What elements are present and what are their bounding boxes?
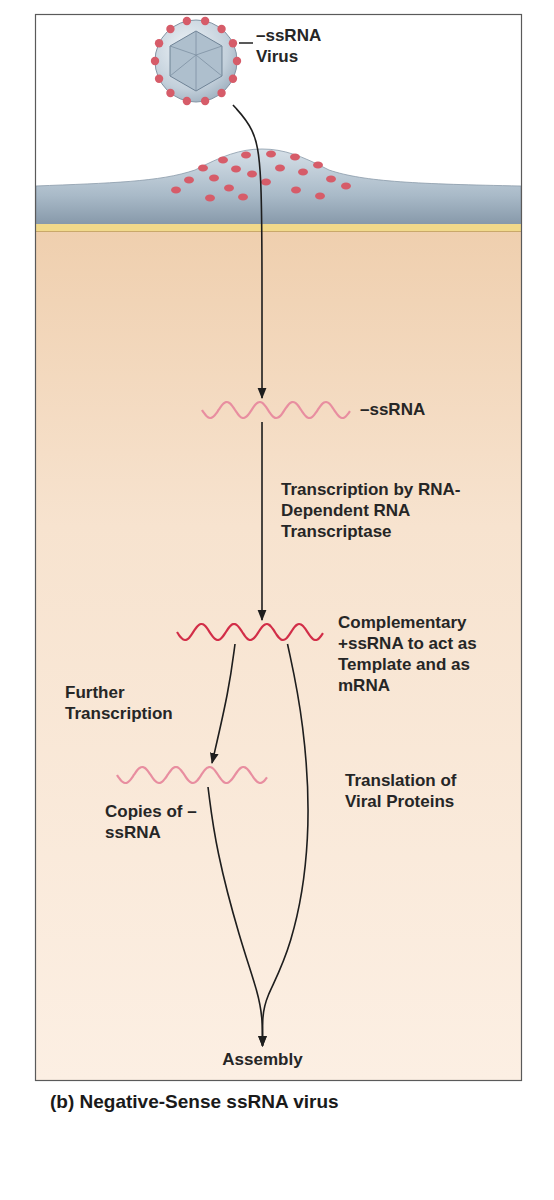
envelope-spike xyxy=(155,39,163,47)
glycoprotein-dot xyxy=(209,175,219,182)
glycoprotein-dot xyxy=(224,185,234,192)
rna-strand: Complementary +ssRNA to act as Template … xyxy=(175,620,325,644)
envelope-spike xyxy=(183,97,191,105)
membrane-edge xyxy=(36,231,521,232)
glycoprotein-dot xyxy=(218,157,228,164)
glycoprotein-dot xyxy=(291,187,301,194)
glycoprotein-dot xyxy=(231,166,241,173)
assembly-step: Assembly xyxy=(205,1046,320,1072)
rna-shape xyxy=(175,620,325,644)
virus-shape xyxy=(152,17,240,105)
glycoprotein-dot xyxy=(298,169,308,176)
edge-label: Transcription by RNA-Dependent RNA Trans… xyxy=(281,479,461,542)
membrane-inner-layer xyxy=(36,224,521,231)
glycoprotein-dot xyxy=(205,195,215,202)
rna-strand: –ssRNA xyxy=(200,398,352,422)
capsid-facet xyxy=(196,55,197,91)
flow-arrow xyxy=(233,105,262,398)
envelope-spike xyxy=(151,57,159,65)
rna-wave xyxy=(117,767,267,783)
membrane-glycoproteins xyxy=(171,151,351,202)
glycoprotein-dot xyxy=(275,165,285,172)
envelope-spike xyxy=(217,25,225,33)
rna-wave xyxy=(202,402,350,418)
envelope-spike xyxy=(233,57,241,65)
glycoprotein-dot xyxy=(266,151,276,158)
node-label: Copies of –ssRNA xyxy=(105,801,215,843)
envelope-spike xyxy=(166,89,174,97)
flow-arrow xyxy=(263,644,309,1046)
rna-shape xyxy=(200,398,352,422)
glycoprotein-dot xyxy=(315,193,325,200)
envelope-spike xyxy=(229,39,237,47)
node-label: –ssRNA xyxy=(360,399,470,420)
envelope-spike xyxy=(166,25,174,33)
glycoprotein-dot xyxy=(261,179,271,186)
rna-wave xyxy=(177,624,323,640)
flow-arrow xyxy=(208,787,263,1046)
virus-envelope xyxy=(155,20,237,102)
rna-shape xyxy=(115,763,270,787)
glycoprotein-dot xyxy=(313,162,323,169)
envelope-spike xyxy=(229,75,237,83)
glycoprotein-dot xyxy=(341,183,351,190)
edge-label: Translation of Viral Proteins xyxy=(345,770,495,812)
figure-caption-box: (b) Negative-Sense ssRNA virus xyxy=(50,1090,520,1114)
glycoprotein-dot xyxy=(241,152,251,159)
virus-capsid xyxy=(170,31,222,91)
cytoplasm xyxy=(36,228,521,1080)
node-label: Assembly xyxy=(205,1049,320,1070)
rna-strand: Copies of –ssRNA xyxy=(115,763,270,787)
figure-caption: (b) Negative-Sense ssRNA virus xyxy=(50,1090,520,1114)
flow-arrow xyxy=(261,422,263,620)
glycoprotein-dot xyxy=(290,154,300,161)
capsid-facet xyxy=(196,46,222,55)
figure-frame xyxy=(36,15,522,1081)
capsid-facet xyxy=(196,55,222,76)
envelope-spike xyxy=(217,89,225,97)
glycoprotein-dot xyxy=(198,165,208,172)
capsid-facet xyxy=(170,46,196,55)
envelope-spike xyxy=(155,75,163,83)
envelope-spike xyxy=(201,97,209,105)
flow-arrow xyxy=(212,644,235,763)
glycoprotein-dot xyxy=(247,171,257,178)
envelope-spike xyxy=(183,17,191,25)
cell-membrane xyxy=(36,149,521,226)
edge-label: Further Transcription xyxy=(65,682,205,724)
glycoprotein-dot xyxy=(184,177,194,184)
envelope-spike xyxy=(201,17,209,25)
node-label: –ssRNA Virus xyxy=(256,25,336,67)
capsid-facet xyxy=(170,55,196,76)
glycoprotein-dot xyxy=(326,176,336,183)
leader-line xyxy=(239,42,253,44)
node-label: Complementary +ssRNA to act as Template … xyxy=(338,612,516,696)
glycoprotein-dot xyxy=(238,194,248,201)
glycoprotein-dot xyxy=(171,187,181,194)
capsid-facet xyxy=(196,31,197,55)
virus-particle: –ssRNA Virus xyxy=(152,17,240,105)
